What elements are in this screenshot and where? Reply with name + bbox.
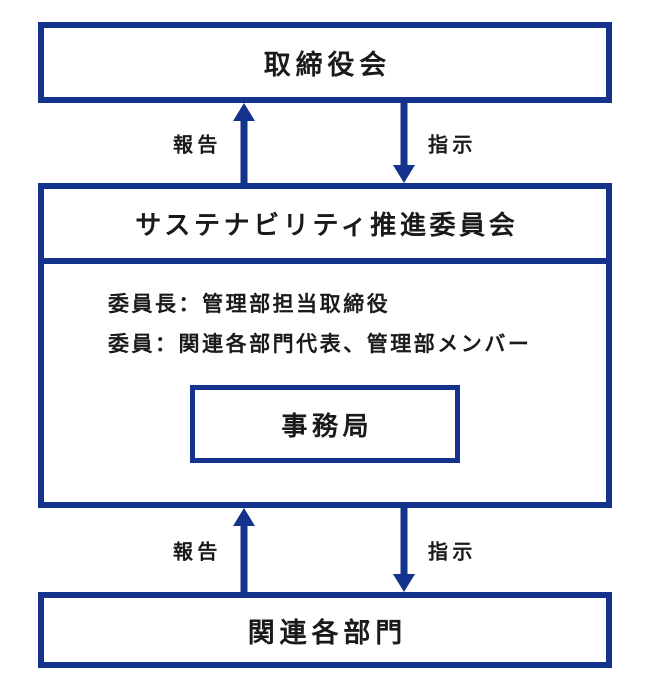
committee-members-line: 委員：関連各部門代表、管理部メンバー — [108, 332, 532, 356]
committee-details: 委員長：管理部担当取締役 委員：関連各部門代表、管理部メンバー — [108, 284, 606, 364]
arrowhead-icon — [393, 165, 415, 183]
related-departments-label: 関連各部門 — [247, 617, 408, 649]
committee-header: サステナビリティ推進委員会 — [44, 189, 606, 264]
secretariat-box: 事務局 — [190, 385, 460, 463]
board-of-directors-label: 取締役会 — [263, 50, 392, 81]
bottom-report-label: 報告 — [173, 539, 222, 564]
arrowhead-icon — [233, 508, 255, 526]
top-instruct-down-arrow-icon — [393, 103, 415, 183]
bottom-report-up-arrow-icon — [233, 508, 255, 592]
top-instruct-label: 指示 — [428, 132, 477, 157]
committee-title-label: サステナビリティ推進委員会 — [135, 211, 519, 241]
arrow-shaft — [240, 523, 248, 592]
bottom-flow-region: 報告 指示 — [38, 508, 612, 592]
top-flow-region: 報告 指示 — [38, 103, 612, 183]
arrow-shaft — [240, 118, 248, 183]
top-report-label: 報告 — [173, 132, 222, 157]
related-departments-box: 関連各部門 — [38, 592, 612, 668]
bottom-instruct-label: 指示 — [428, 539, 477, 564]
bottom-instruct-down-arrow-icon — [393, 508, 415, 592]
arrow-shaft — [400, 508, 408, 577]
secretariat-label: 事務局 — [281, 411, 374, 442]
board-of-directors-box: 取締役会 — [38, 22, 612, 103]
arrow-shaft — [400, 103, 408, 168]
committee-chair-line: 委員長：管理部担当取締役 — [108, 292, 391, 316]
arrowhead-icon — [393, 574, 415, 592]
top-report-up-arrow-icon — [233, 103, 255, 183]
arrowhead-icon — [233, 103, 255, 121]
